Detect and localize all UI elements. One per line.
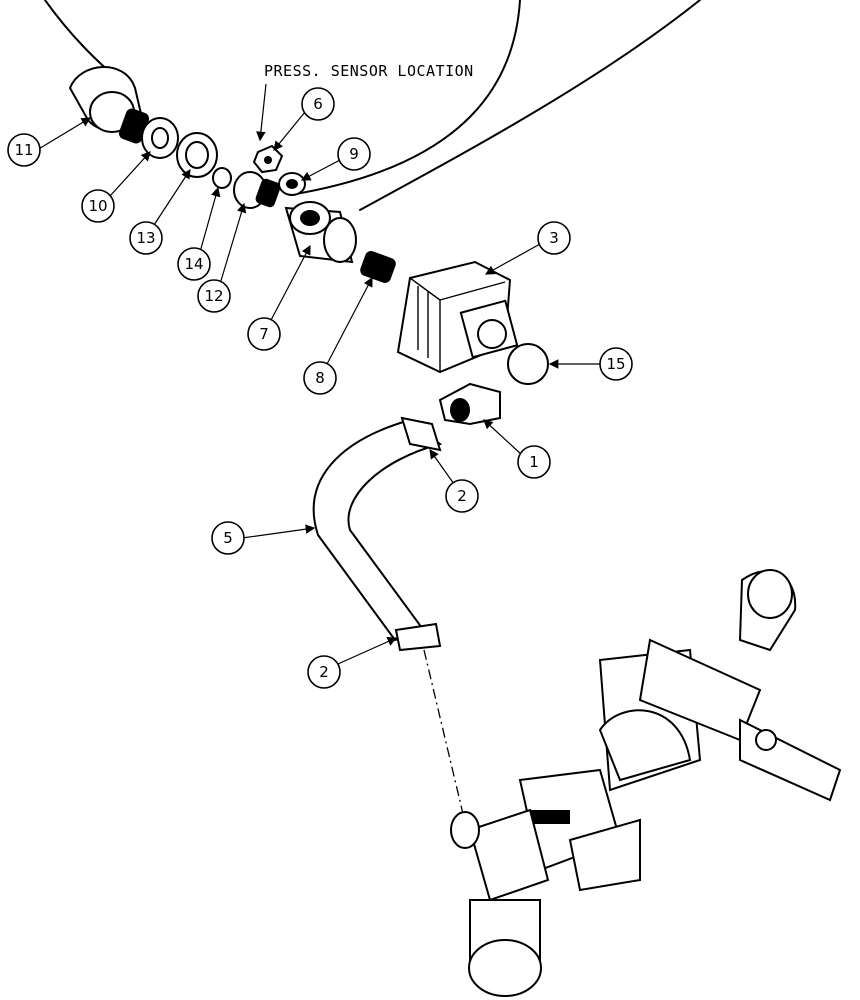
o-ring-14 [212,167,232,189]
callout-6-label: 6 [313,95,323,113]
callout-15-label: 15 [606,355,625,373]
callout-8-label: 8 [315,369,325,387]
callout-14: 14 [177,186,221,281]
callout-11-label: 11 [14,141,33,159]
callout-8: 8 [303,276,373,395]
callout-10-label: 10 [88,197,107,215]
callout-9: 9 [300,137,371,181]
hose-clamp-2-lower [394,622,442,652]
threaded-adapter-10 [118,108,179,159]
plug-6 [252,144,284,174]
valve-assembly [450,569,842,997]
callout-9-label: 9 [349,145,359,163]
nipple-9 [278,172,306,196]
callout-2-lower: 2 [307,637,398,689]
callout-7-label: 7 [259,325,269,343]
callout-13-label: 13 [136,229,155,247]
callout-3: 3 [484,221,571,275]
tank-outline [44,0,701,211]
callout-3-label: 3 [549,229,559,247]
callout-15: 15 [548,347,633,381]
nut-12 [233,171,281,209]
cap-15 [507,343,549,385]
callout-5: 5 [211,521,316,555]
hose-clamp-2-upper [400,416,442,452]
callout-10: 10 [81,151,151,223]
barb-fitting-1 [438,382,501,426]
callout-12: 12 [197,202,247,313]
callout-5-label: 5 [223,529,233,547]
callout-7: 7 [247,244,311,351]
meter-box-3 [396,260,519,374]
callout-11: 11 [7,117,92,167]
sensor-location-note: PRESS. SENSOR LOCATION [256,62,474,142]
callout-1-label: 1 [529,453,539,471]
callout-13: 13 [129,168,191,255]
tee-fitting-7 [284,201,357,264]
callout-14-label: 14 [184,255,203,273]
callout-12-label: 12 [204,287,223,305]
assembly-centerline [423,649,465,819]
callout-1: 1 [483,419,551,479]
callout-2-upper: 2 [429,449,479,513]
callout-6: 6 [273,87,335,151]
nipple-8 [360,251,396,283]
sensor-location-note-text: PRESS. SENSOR LOCATION [264,62,474,80]
ring-13 [176,132,218,178]
hose-5 [312,418,443,642]
callout-2-upper-label: 2 [457,487,467,505]
callout-2-lower-label: 2 [319,663,329,681]
